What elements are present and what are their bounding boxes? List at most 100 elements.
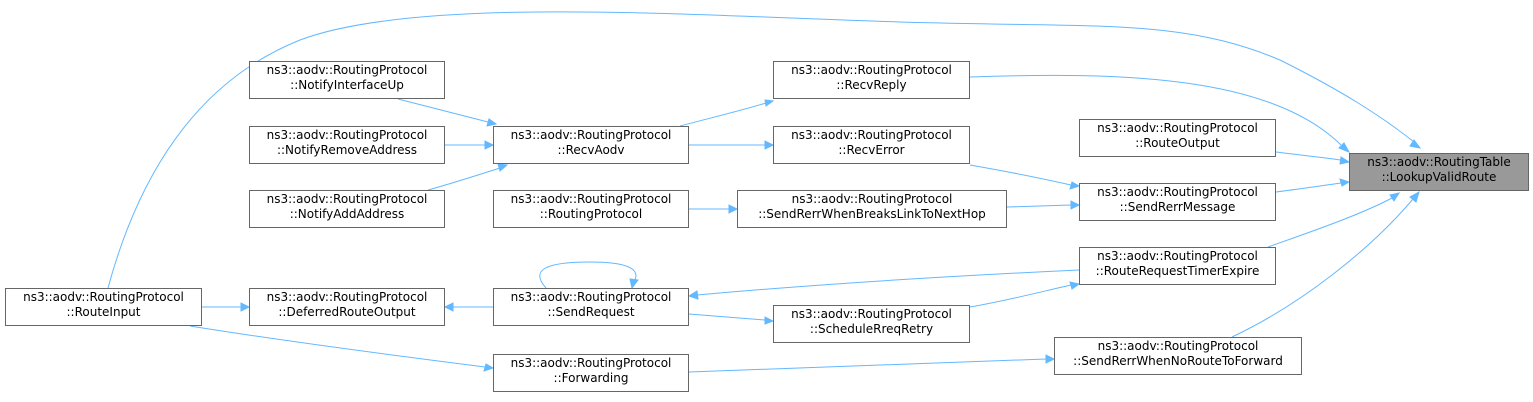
node-line1: ns3::aodv::RoutingProtocol: [510, 192, 672, 206]
arrowhead-icon: [497, 163, 509, 172]
edge-line: [1231, 198, 1414, 338]
edge-notifyAddAddress-to-recvAodv: [427, 163, 509, 191]
node-scheduleRreqRetry[interactable]: ns3::aodv::RoutingProtocol ::ScheduleRre…: [773, 305, 970, 343]
edge-routeRequestTimerExpire-to-sendRequest: [687, 269, 1080, 300]
node-line1: ns3::aodv::RoutingProtocol: [1097, 249, 1258, 263]
node-line1: ns3::aodv::RoutingProtocol: [510, 356, 672, 370]
arrowhead-icon: [1339, 178, 1351, 187]
edge-routeInput-to-deferredRouteOutput: [202, 302, 251, 312]
node-notifyRemoveAddress[interactable]: ns3::aodv::RoutingProtocol ::NotifyRemov…: [249, 126, 445, 164]
node-line1: ns3::aodv::RoutingProtocol: [266, 128, 428, 142]
edge-routeInput-to-forwarding: [189, 325, 495, 372]
node-line2: ::RecvReply: [836, 78, 907, 92]
arrowhead-icon: [240, 302, 251, 312]
edge-sendRequest-to-scheduleRreqRetry: [688, 313, 775, 325]
edge-line: [427, 167, 501, 191]
edge-scheduleRreqRetry-to-routeRequestTimerExpire: [969, 281, 1081, 308]
node-routeInput[interactable]: ns3::aodv::RoutingProtocol ::RouteInput: [5, 288, 202, 326]
edge-deferredRouteOutput-to-sendRequest: [443, 302, 493, 312]
node-deferredRouteOutput[interactable]: ns3::aodv::RoutingProtocol ::DeferredRou…: [249, 288, 445, 326]
edge-routingProtocol-to-sendRerrWhenBreaksLinkToNextHop: [689, 204, 739, 214]
node-line2: ::RecvError: [838, 143, 905, 157]
arrowhead-icon: [1045, 354, 1056, 364]
arrowhead-icon: [484, 140, 495, 150]
arrowhead-icon: [1070, 200, 1081, 210]
node-recvError[interactable]: ns3::aodv::RoutingProtocol ::RecvError: [773, 126, 970, 164]
arrowhead-icon: [764, 316, 775, 325]
node-line1: ns3::aodv::RoutingProtocol: [791, 192, 953, 206]
edge-line: [539, 261, 637, 289]
arrowhead-icon: [486, 118, 498, 127]
node-line2: ::RouteOutput: [1135, 136, 1220, 150]
arrowhead-icon: [687, 290, 699, 300]
edge-recvReply-to-lookupValidRoute: [969, 74, 1351, 153]
edge-line: [1267, 197, 1393, 248]
node-line2: ::ScheduleRreqRetry: [809, 322, 934, 336]
edge-line: [969, 164, 1072, 186]
node-line1: ns3::aodv::RoutingProtocol: [791, 128, 952, 142]
node-line1: ns3::aodv::RoutingProtocol: [510, 290, 672, 304]
edge-line: [189, 325, 486, 368]
node-routeOutput[interactable]: ns3::aodv::RoutingProtocol ::RouteOutput: [1079, 119, 1276, 157]
node-forwarding[interactable]: ns3::aodv::RoutingProtocol ::Forwarding: [493, 354, 689, 392]
node-line2: ::SendRerrMessage: [1119, 200, 1236, 214]
arrowhead-icon: [1389, 192, 1401, 202]
node-line2: ::RouteInput: [66, 305, 141, 319]
edge-routeOutput-to-lookupValidRoute: [1275, 151, 1351, 165]
node-line1: ns3::aodv::RoutingProtocol: [266, 192, 428, 206]
node-routingProtocol[interactable]: ns3::aodv::RoutingProtocol ::RoutingProt…: [493, 190, 689, 228]
edge-recvError-to-sendRerrMessage: [969, 164, 1081, 190]
node-line1: ns3::aodv::RoutingProtocol: [266, 63, 428, 77]
arrowhead-icon: [1409, 190, 1420, 203]
node-line2: ::NotifyRemoveAddress: [276, 143, 418, 157]
node-line1: ns3::aodv::RoutingProtocol: [510, 128, 672, 142]
arrowhead-icon: [483, 363, 495, 372]
node-line2: ::Forwarding: [553, 371, 629, 385]
node-line1: ns3::aodv::RoutingProtocol: [1097, 339, 1259, 353]
node-recvReply[interactable]: ns3::aodv::RoutingProtocol ::RecvReply: [773, 61, 970, 99]
edge-recvAodv-to-recvError: [689, 140, 775, 150]
edge-line: [107, 11, 1415, 289]
node-recvAodv[interactable]: ns3::aodv::RoutingProtocol ::RecvAodv: [493, 126, 689, 164]
edge-routeRequestTimerExpire-to-lookupValidRoute: [1267, 192, 1401, 248]
arrowhead-icon: [629, 278, 639, 290]
edge-line: [1006, 204, 1072, 208]
node-sendRequest[interactable]: ns3::aodv::RoutingProtocol ::SendRequest: [493, 288, 689, 326]
node-line1: ns3::aodv::RoutingProtocol: [1097, 121, 1258, 135]
node-routeRequestTimerExpire[interactable]: ns3::aodv::RoutingProtocol ::RouteReques…: [1079, 247, 1276, 285]
node-line2: ::RouteRequestTimerExpire: [1095, 264, 1260, 278]
node-sendRerrWhenNoRouteToForward[interactable]: ns3::aodv::RoutingProtocol ::SendRerrWhe…: [1054, 337, 1302, 375]
edge-line: [397, 98, 489, 123]
node-line2: ::NotifyAddAddress: [289, 207, 405, 221]
edge-recvAodv-to-recvReply: [679, 99, 775, 127]
node-notifyInterfaceUp[interactable]: ns3::aodv::RoutingProtocol ::NotifyInter…: [249, 61, 445, 99]
arrowhead-icon: [1069, 281, 1081, 290]
node-notifyAddAddress[interactable]: ns3::aodv::RoutingProtocol ::NotifyAddAd…: [249, 190, 445, 228]
arrowhead-icon: [1339, 156, 1351, 165]
node-line1: ns3::aodv::RoutingProtocol: [266, 290, 428, 304]
node-line2: ::RecvAodv: [557, 143, 625, 157]
edge-line: [688, 358, 1047, 373]
node-line1: ns3::aodv::RoutingTable: [1367, 155, 1511, 169]
node-lookupValidRoute: ns3::aodv::RoutingTable ::LookupValidRou…: [1349, 153, 1529, 191]
node-sendRerrMessage[interactable]: ns3::aodv::RoutingProtocol ::SendRerrMes…: [1079, 183, 1276, 221]
node-line2: ::SendRerrWhenNoRouteToForward: [1073, 354, 1283, 368]
edge-forwarding-to-sendRerrWhenNoRouteToForward: [688, 354, 1056, 373]
node-sendRerrWhenBreaksLinkToNextHop[interactable]: ns3::aodv::RoutingProtocol ::SendRerrWhe…: [737, 190, 1007, 228]
node-line2: ::RoutingProtocol: [539, 207, 643, 221]
arrowhead-icon: [728, 204, 739, 214]
node-line2: ::DeferredRouteOutput: [278, 305, 416, 319]
edge-line: [1275, 182, 1342, 193]
edge-line: [696, 269, 1080, 296]
arrowhead-icon: [764, 140, 775, 150]
edge-line: [688, 313, 766, 321]
edge-notifyInterfaceUp-to-recvAodv: [397, 98, 498, 127]
edge-notifyRemoveAddress-to-recvAodv: [445, 140, 495, 150]
arrowhead-icon: [1069, 181, 1081, 190]
node-line2: ::SendRequest: [547, 305, 635, 319]
node-line1: ns3::aodv::RoutingProtocol: [791, 307, 952, 321]
edge-routeInput-to-lookupValidRoute: [107, 11, 1422, 289]
edge-line: [969, 74, 1342, 146]
